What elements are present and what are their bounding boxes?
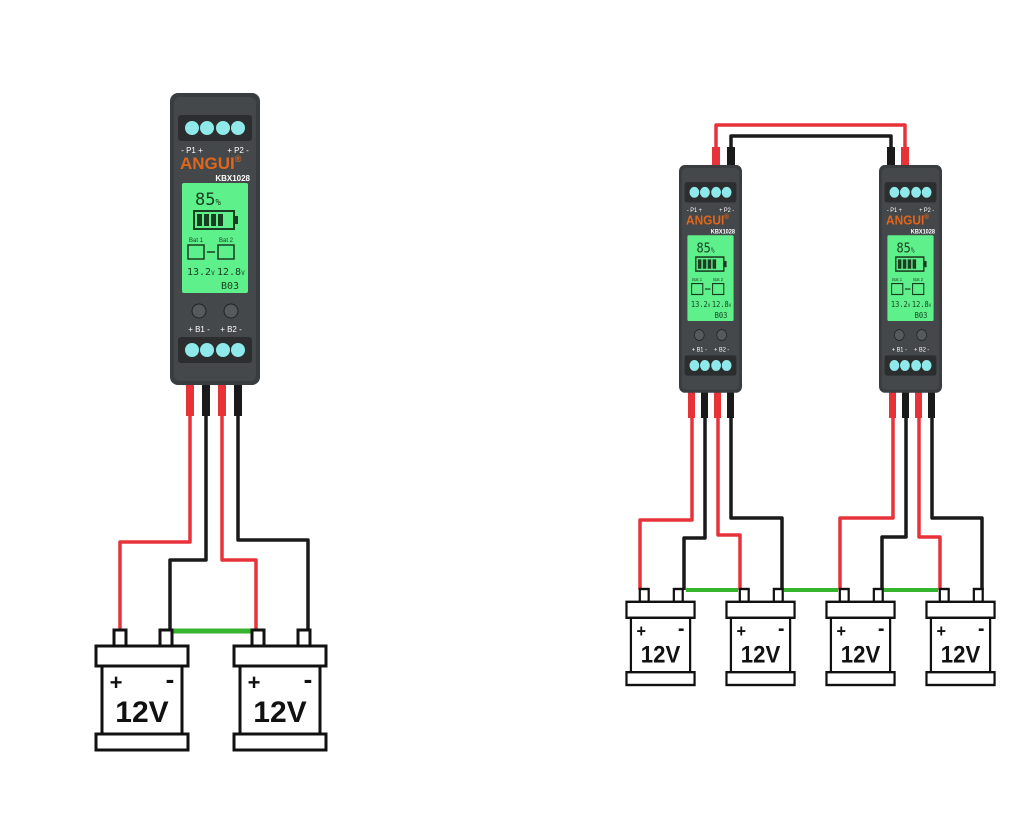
port-label-b2: + B2 - [914, 347, 929, 353]
battery-2: + - 12V [232, 628, 328, 752]
wire-b-b2-negative [930, 400, 984, 590]
lcd-code: B03 [715, 311, 728, 320]
model-label: KBX1028 [711, 229, 736, 235]
equalizer-device-b: - P1 + + P2 - ANGUI® KBX1028 85% Bat 1 B… [878, 164, 943, 394]
battery-4: + - 12V [725, 587, 796, 687]
right-top-plugs [712, 147, 909, 167]
battery-voltage: 12V [253, 696, 306, 729]
wire-b-b2-positive [917, 400, 942, 590]
wire-a-b1-negative [682, 400, 707, 590]
port-label-b1: + B1 - [892, 347, 907, 353]
lcd-percent: 85% [697, 240, 715, 256]
battery-plus: + [737, 621, 747, 641]
battery-plus: + [937, 621, 947, 641]
right-top-link-wires [714, 123, 907, 160]
battery-voltage: 12V [741, 641, 781, 668]
wire-a-b1-positive [638, 400, 694, 590]
battery-minus: - [678, 618, 684, 641]
battery-6: + - 12V [925, 587, 996, 687]
wire-b1-positive [118, 392, 192, 630]
wire-b-b1-negative [880, 400, 908, 590]
lcd-bat2-label: Bat 2 [713, 277, 723, 282]
battery-plus: + [248, 670, 261, 695]
lcd-volt2: 12.8V [912, 300, 932, 309]
lcd-percent: 85% [195, 190, 221, 210]
right-bottom-wires [638, 400, 984, 592]
port-label-p2: + P2 - [227, 146, 249, 155]
left-wire-plugs [186, 382, 242, 416]
battery-plus: + [110, 670, 123, 695]
right-bottom-plugs [688, 392, 935, 418]
battery-minus: - [166, 664, 175, 694]
battery-voltage: 12V [941, 641, 981, 668]
lcd-bat1-label: Bat 1 [892, 277, 902, 282]
lcd-bat1-label: Bat 1 [189, 238, 204, 244]
battery-voltage: 12V [115, 696, 168, 729]
battery-voltage: 12V [641, 641, 681, 668]
port-label-p2: + P2 - [719, 208, 734, 214]
lcd-volt1: 13.2V [891, 300, 911, 309]
lcd-bat1-label: Bat 1 [692, 277, 702, 282]
wire-b2-positive [220, 392, 258, 630]
lcd-volt2: 12.8V [217, 267, 245, 278]
port-label-p1: - P1 + [687, 208, 703, 214]
wire-b1-negative [168, 392, 208, 630]
battery-voltage: 12V [841, 641, 881, 668]
lcd-bat2-label: Bat 2 [219, 238, 234, 244]
lcd-code: B03 [915, 311, 928, 320]
wire-b-b1-positive [838, 400, 895, 590]
lcd-volt1: 13.2V [691, 300, 711, 309]
port-label-b2: + B2 - [220, 325, 242, 334]
brand-logo: ANGUI® [180, 154, 242, 173]
wire-b2-negative [236, 392, 310, 630]
model-label: KBX1028 [215, 174, 250, 183]
battery-plus: + [837, 621, 847, 641]
battery-3: + - 12V [625, 587, 696, 687]
port-label-p2: + P2 - [919, 208, 934, 214]
battery-1: + - 12V [94, 628, 190, 752]
battery-minus: - [778, 618, 784, 641]
lcd-percent: 85% [897, 240, 915, 256]
model-label: KBX1028 [911, 229, 936, 235]
link-wire-negative [729, 134, 893, 160]
lcd-bat2-label: Bat 2 [913, 277, 923, 282]
wire-a-b2-positive [716, 400, 742, 590]
equalizer-device: - P1 + + P2 - ANGUI® KBX1028 85% Bat 1 B… [169, 92, 261, 386]
battery-minus: - [878, 618, 884, 641]
equalizer-device-a: - P1 + + P2 - ANGUI® KBX1028 85% Bat 1 B… [678, 164, 743, 394]
link-wire-positive [714, 123, 907, 160]
wire-a-b2-negative [729, 400, 784, 590]
brand-logo: ANGUI® [686, 213, 729, 228]
port-label-p1: - P1 + [181, 146, 203, 155]
port-label-b2: + B2 - [714, 347, 729, 353]
battery-minus: - [978, 618, 984, 641]
port-label-p1: - P1 + [887, 208, 903, 214]
battery-minus: - [304, 664, 313, 694]
battery-plus: + [637, 621, 647, 641]
lcd-code: B03 [221, 281, 239, 292]
brand-logo: ANGUI® [886, 213, 929, 228]
port-label-b1: + B1 - [692, 347, 707, 353]
left-wiring [118, 392, 310, 634]
battery-5: + - 12V [825, 587, 896, 687]
port-label-b1: + B1 - [188, 325, 210, 334]
lcd-volt1: 13.2V [187, 267, 215, 278]
lcd-volt2: 12.8V [712, 300, 732, 309]
